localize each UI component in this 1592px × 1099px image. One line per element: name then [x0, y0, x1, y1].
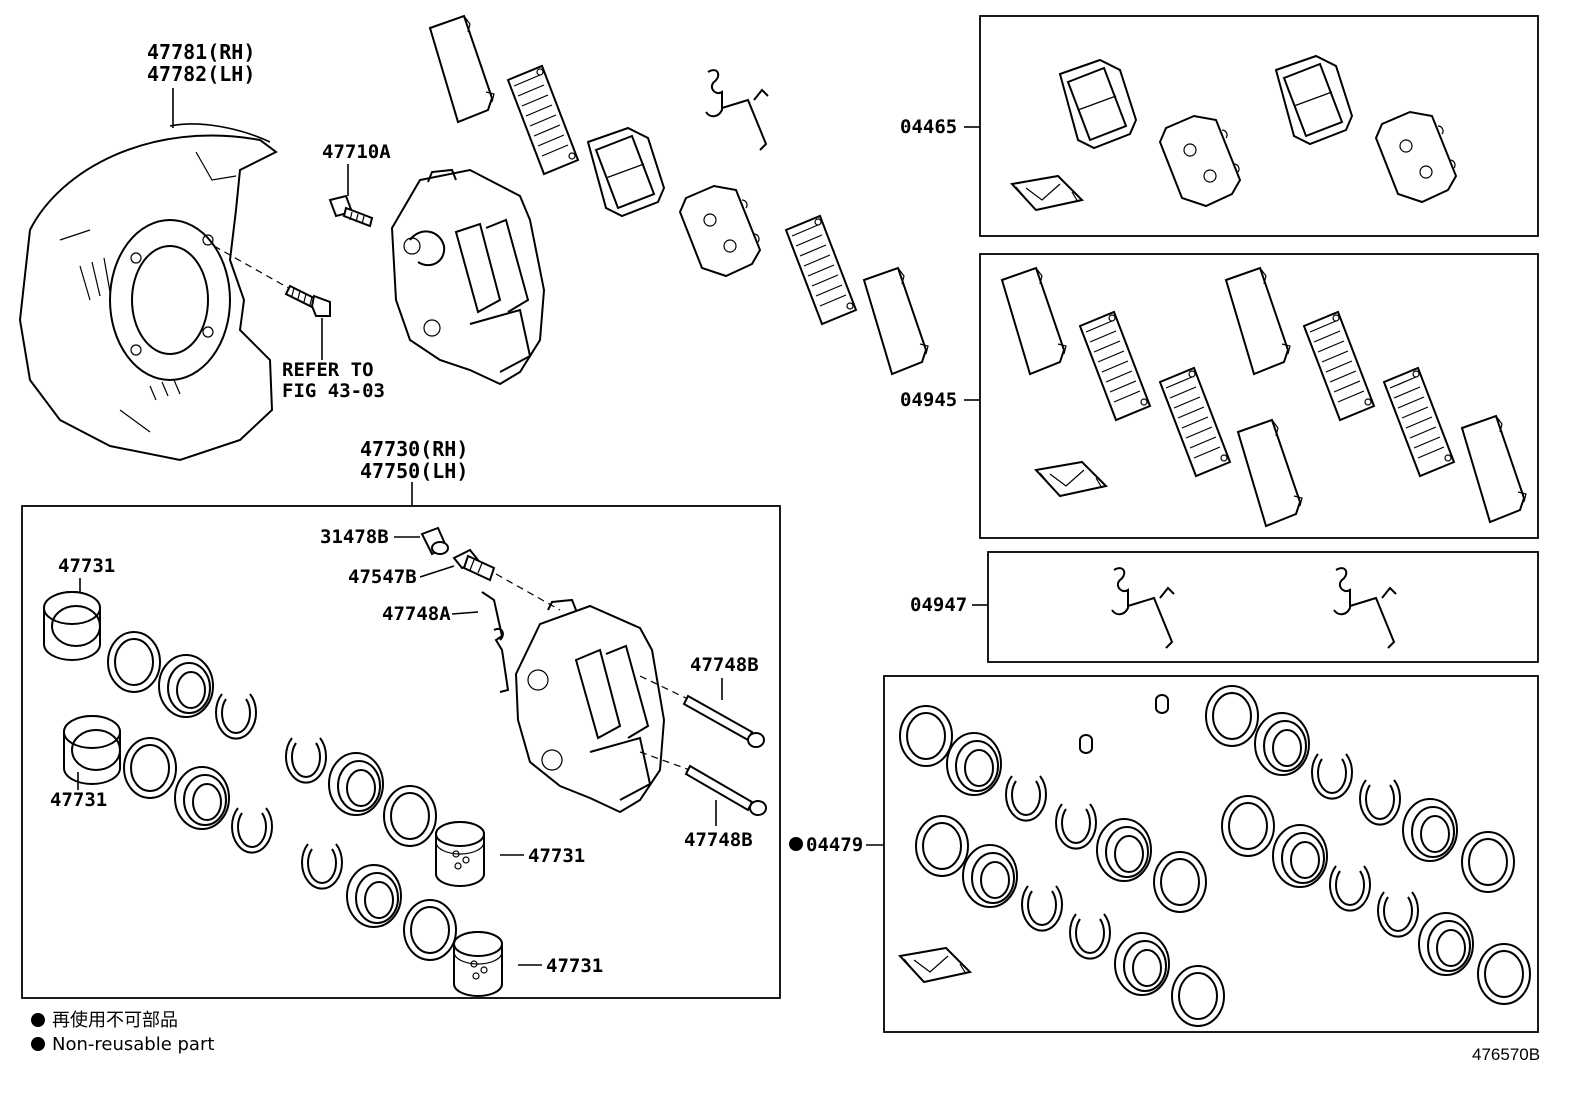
pin-lower-dashed-line — [639, 751, 691, 771]
upper-shim-plain-2 — [863, 267, 929, 375]
kit-shim-slotted-2 — [1159, 367, 1231, 477]
kit-seals-group — [899, 685, 1531, 1027]
piston-d — [453, 931, 503, 997]
piston-b — [63, 715, 121, 785]
dust-shield — [18, 123, 278, 462]
label-shield-lh: 47782(LH) — [147, 62, 255, 86]
caliper-upper — [390, 168, 546, 386]
kit-anti-rattle-spring-1 — [1111, 567, 1175, 649]
bleeder-dashed-line — [495, 573, 561, 611]
upper-shim-slotted-1 — [507, 65, 579, 175]
label-pin-upper: 47748B — [690, 654, 759, 676]
label-piston-d: 47731 — [546, 955, 603, 977]
spring-leader — [451, 611, 479, 615]
upper-pad-backplate — [679, 185, 761, 277]
label-bleeder: 47547B — [348, 566, 417, 588]
label-piston-b: 47731 — [50, 789, 107, 811]
label-kit-shims: 04945 — [900, 389, 957, 411]
kit-shim-plain-4 — [1461, 415, 1527, 523]
seal-c1 — [328, 752, 384, 816]
non-reusable-marker-icon — [789, 837, 803, 851]
caliper-pin-upper — [682, 694, 765, 748]
kit-pad-1 — [1059, 59, 1137, 149]
kit-grease-packet-1 — [1011, 175, 1083, 211]
legend-bullet-en-icon — [31, 1037, 45, 1051]
label-piston-a: 47731 — [58, 555, 115, 577]
kit-backplate-1 — [1159, 115, 1241, 207]
ring-d1 — [403, 899, 457, 961]
snap-d1 — [301, 843, 343, 890]
bleeder-cap — [420, 526, 449, 556]
kit-shim-slotted-1 — [1079, 311, 1151, 421]
label-pin-lower: 47748B — [684, 829, 753, 851]
label-caliper-lh: 47750(LH) — [360, 459, 468, 483]
kit-shim-plain-1 — [1001, 267, 1067, 375]
seal-b1 — [174, 766, 230, 830]
piston-a — [43, 591, 101, 661]
caliper-mounting-bolt — [328, 194, 374, 228]
legend-bullet-jp-icon — [31, 1013, 45, 1027]
label-shield-rh: 47781(RH) — [147, 40, 255, 64]
shield-bolt — [284, 284, 331, 317]
kit-shim-plain-3 — [1225, 267, 1291, 375]
bleeder-screw — [452, 548, 496, 582]
piston-c — [435, 821, 485, 887]
label-cap: 31478B — [320, 526, 389, 548]
seal-d1 — [346, 864, 402, 928]
seal-a1 — [158, 654, 214, 718]
diagram-code: 476570B — [1472, 1045, 1540, 1064]
ring-a1 — [107, 631, 161, 693]
upper-shim-slotted-2 — [785, 215, 857, 325]
pad-spring-clip — [481, 591, 510, 693]
bleeder-leader — [419, 565, 455, 578]
kit-shim-slotted-3 — [1303, 311, 1375, 421]
snap-a1 — [215, 693, 257, 740]
caliper-assembly-box — [21, 505, 781, 999]
upper-anti-rattle-spring — [705, 69, 769, 151]
kit-backplate-2 — [1375, 111, 1457, 203]
kit-box-seals — [883, 675, 1539, 1033]
upper-shim-plain-1 — [429, 15, 495, 123]
kit-shim-plain-2 — [1237, 419, 1303, 527]
upper-brake-pad — [587, 127, 665, 217]
ring-c1 — [383, 785, 437, 847]
pin-upper-dashed-line — [639, 675, 691, 701]
kit-box-pads — [979, 15, 1539, 237]
caliper-lower — [514, 598, 666, 814]
ring-b1 — [123, 737, 177, 799]
legend-jp: 再使用不可部品 — [52, 1010, 178, 1031]
snap-c1 — [285, 737, 327, 784]
bolt-dashed-line — [213, 245, 293, 291]
legend-en: Non-reusable part — [52, 1034, 214, 1055]
kit-pad-2 — [1275, 55, 1353, 145]
kit-box-shims — [979, 253, 1539, 539]
kit-box-springs — [987, 551, 1539, 663]
label-piston-c: 47731 — [528, 845, 585, 867]
label-kit-pads: 04465 — [900, 116, 957, 138]
label-spring: 47748A — [382, 603, 451, 625]
label-refer-line2: FIG 43-03 — [282, 380, 385, 402]
snap-b1 — [231, 807, 273, 854]
kit-anti-rattle-spring-2 — [1333, 567, 1397, 649]
kit-grease-packet-2 — [1035, 461, 1107, 497]
label-kit-seals: 04479 — [806, 834, 863, 856]
label-refer-line1: REFER TO — [282, 359, 374, 381]
kit-shim-slotted-4 — [1383, 367, 1455, 477]
label-kit-springs: 04947 — [910, 594, 967, 616]
label-bolt: 47710A — [322, 141, 391, 163]
caliper-pin-lower — [684, 764, 767, 816]
label-caliper-rh: 47730(RH) — [360, 437, 468, 461]
